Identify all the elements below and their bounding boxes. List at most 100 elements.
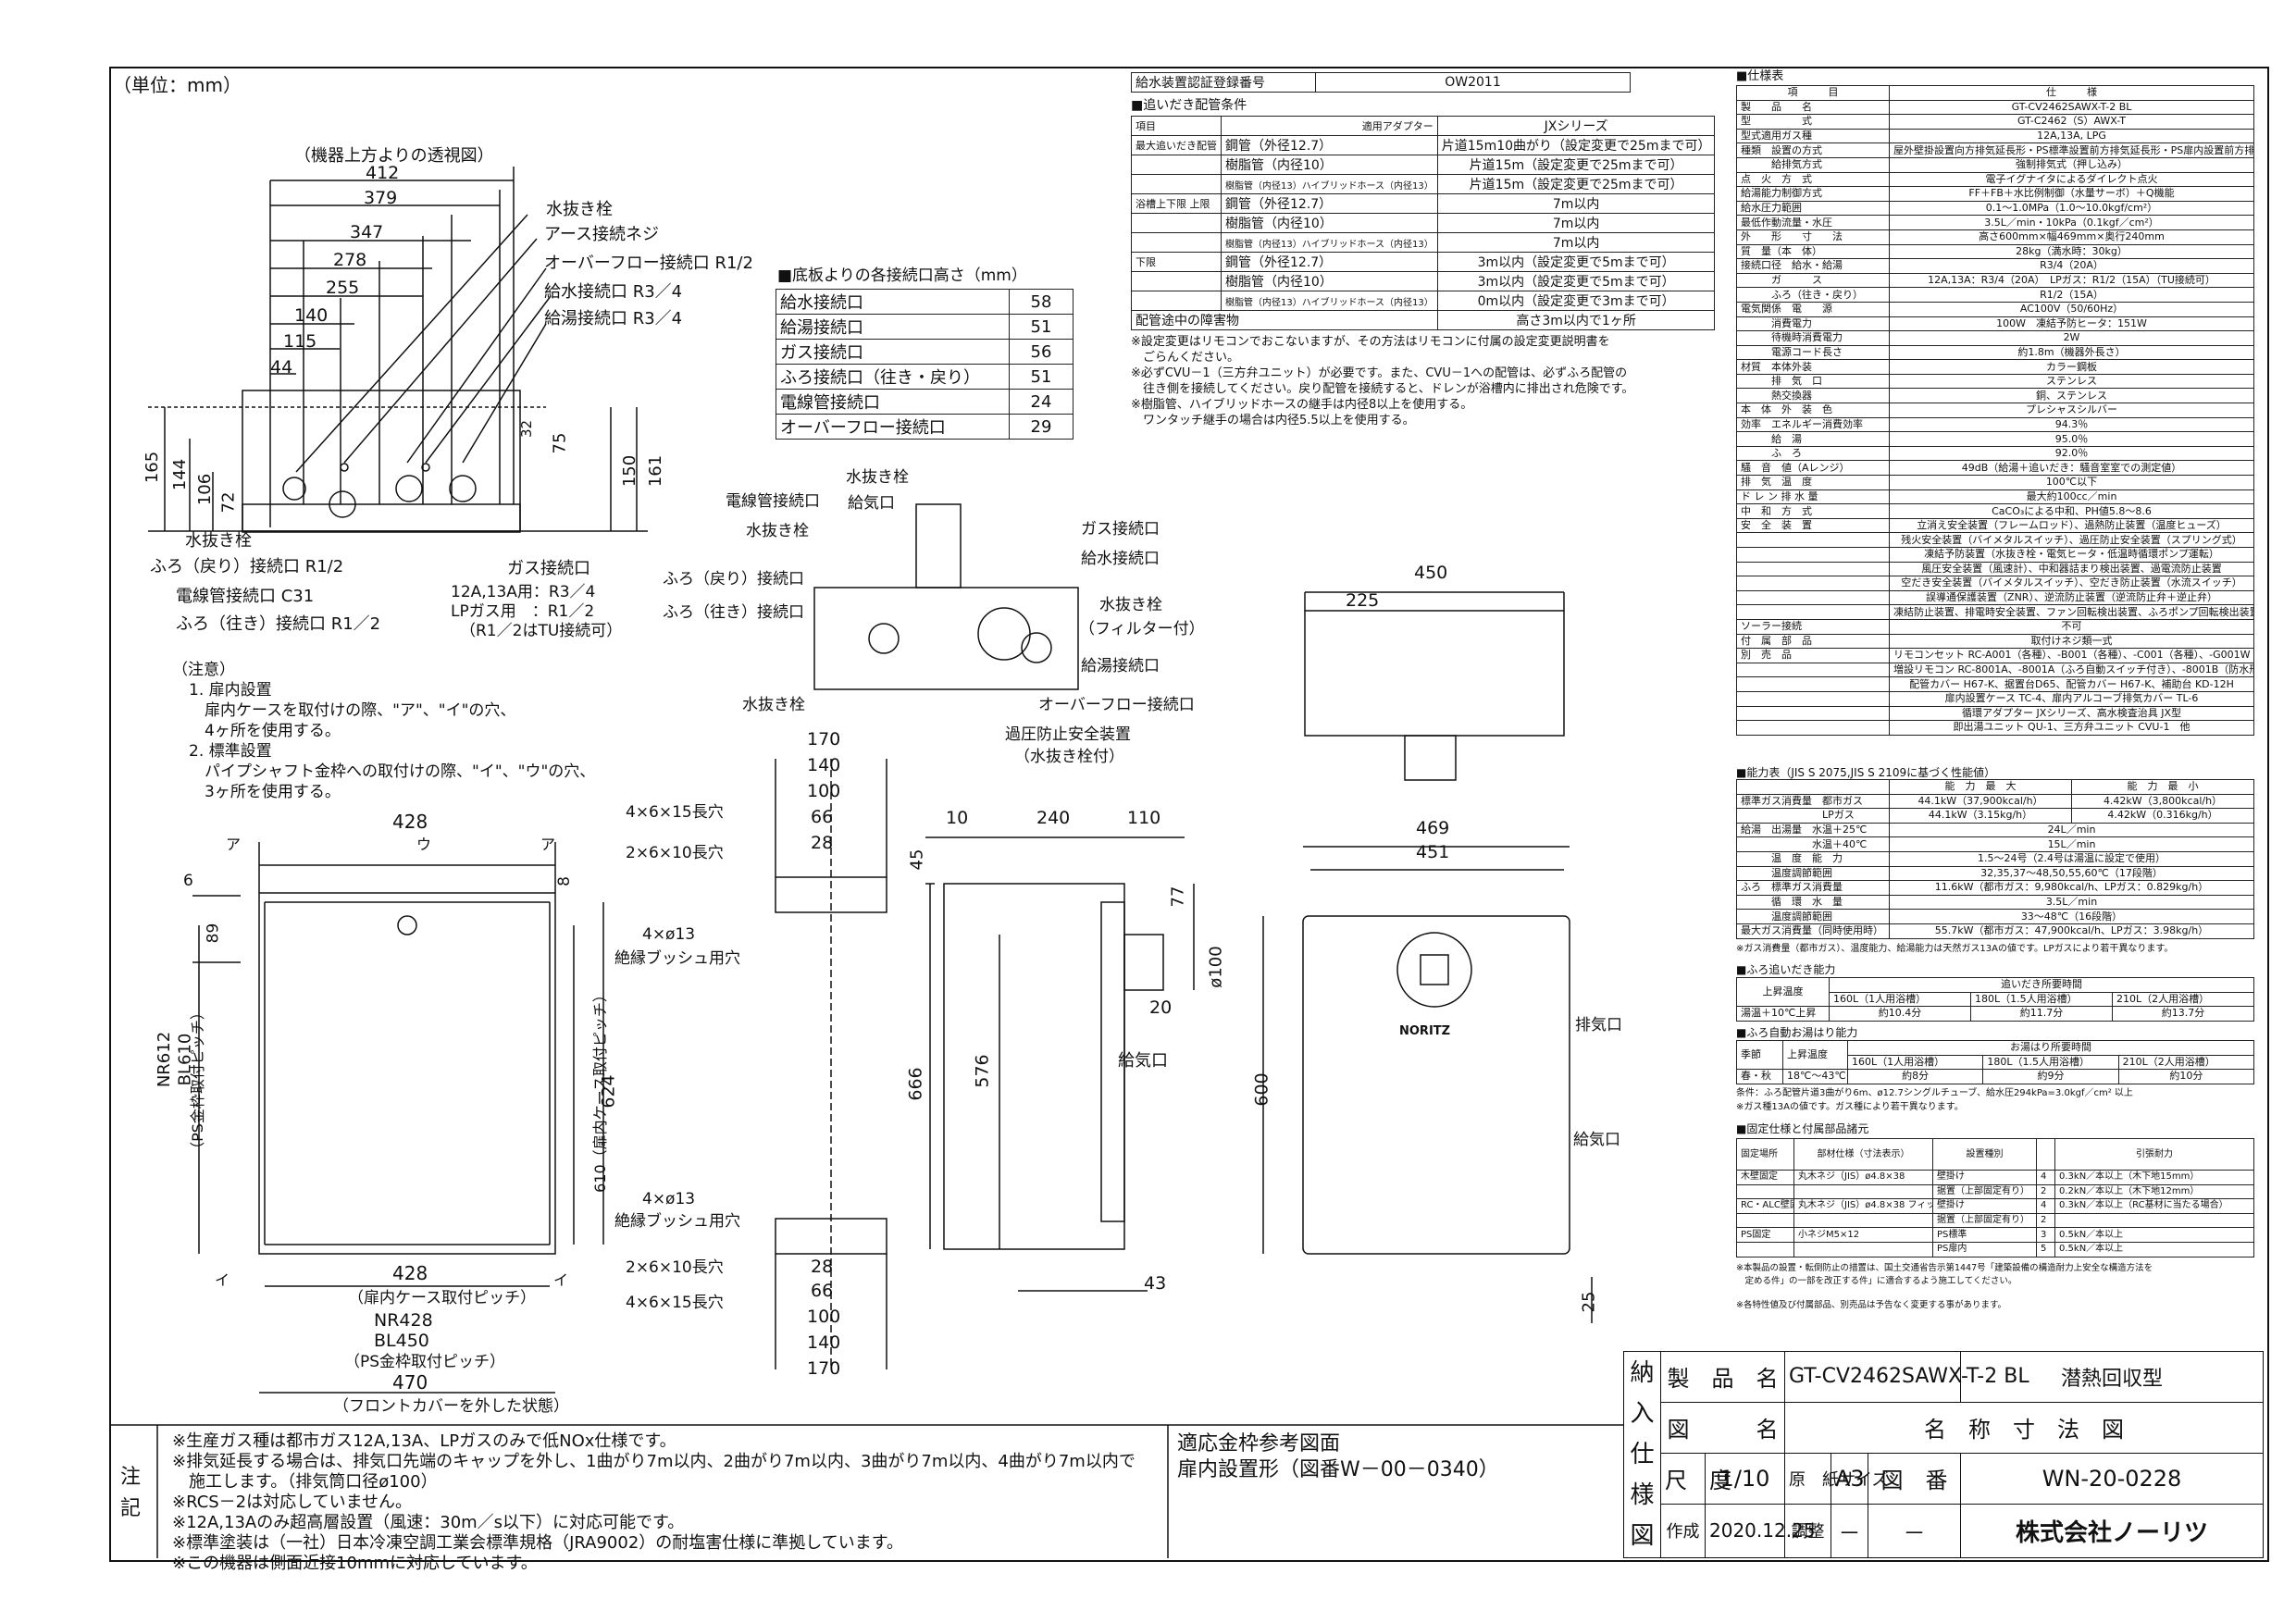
spec-row: 空だき安全装置（バイメタルスイッチ）、空だき防止装置（水流スイッチ） [1736,576,2254,591]
fv-ps-pitch-v: （PS金枠取付ピッチ） [188,1005,206,1157]
sv-576: 576 [972,1054,993,1088]
bv-relief: 過圧防止安全装置 [1005,725,1131,744]
sv-10: 10 [946,808,969,828]
bottom-view-outline [813,587,1079,690]
br-28: 28 [811,833,834,853]
fv-470: 470 [392,1371,428,1394]
br-lbl-3: 4×ø13 [642,925,696,944]
fv-case-pitch: （扉内ケース取付ピッチ） [348,1289,537,1307]
br-140: 140 [807,755,841,775]
br-lbl-6: 絶縁ブッシュ用穴 [614,1212,740,1231]
title-block: 納入仕様図 製 品 名 GT-CV2462SAWX-T-2 BL 潜熱回収型 図… [1623,1351,2264,1559]
capacity-title: ■能力表（JIS S 2075,JIS S 2109に基づく性能値） [1736,766,1996,779]
label-drain-plug-left: 水抜き栓 [185,531,252,551]
fv-428: 428 [392,811,428,833]
fv-u: ウ [416,836,432,853]
dim-32: 32 [518,419,536,439]
br-b-28: 28 [811,1257,834,1277]
br-b-66: 66 [811,1281,834,1301]
fv-i2: イ [553,1271,569,1289]
dim-106: 106 [195,473,216,506]
oidaki-table: 上昇温度追いだき所要時間 160L（1人用浴槽）180L（1.5人用浴槽）210… [1736,976,2254,1022]
rv-469: 469 [1416,818,1450,838]
rv-225: 225 [1346,590,1380,611]
rv-600: 600 [1251,1072,1272,1107]
spec-row: 凍結予防装置（水抜き栓・電気ヒータ・低温時循環ポンプ運転） [1736,547,2254,563]
spec-row: 循環アダプター JXシリーズ、高水検査治具 JX型 [1736,705,2254,722]
top-view-caption: （機器上方よりの透視図） [294,146,494,166]
notes-label: 注記 [120,1466,142,1520]
bv-filter: （フィルター付） [1079,620,1205,638]
bv-relief-sub: （水抜き栓付） [1014,748,1124,766]
dim-278: 278 [333,250,367,270]
br-b-170: 170 [807,1358,841,1379]
exhaust-port [1396,932,1472,1008]
dim-44: 44 [270,357,293,378]
ref-line-2: 扉内設置形（図番W－00－0340） [1177,1458,1499,1481]
spec-row: 別 売 品リモコンセット RC-A001（各種）、-B001（各種）、-C001… [1736,648,2254,663]
heights-title: ■底板よりの各接続口高さ（mm） [777,266,1027,285]
notes-title: （注意） [172,661,235,679]
br-170: 170 [807,729,841,750]
spec-row: 配管カバー H67-K、据置台D65、配管カバー H67-K、補助台 KD-12… [1736,676,2254,692]
ref-line-1: 適応金枠参考図面 [1177,1432,1341,1456]
bv-drain2: 水抜き栓 [742,696,805,714]
right-front-outline [1302,915,1570,1255]
dim-347: 347 [350,222,384,242]
rv-25: 25 [1579,1291,1599,1313]
sv-110: 110 [1127,808,1161,828]
spec-row: 点 火 方 式電子イグナイタによるダイレクト点火 [1736,171,2254,188]
brand-logo: NORITZ [1399,1024,1451,1038]
fv-bl450: BL450 [374,1331,429,1351]
sv-intake: 給気口 [1118,1051,1168,1071]
gas-note-1: 12A,13A用：R3／4 [451,583,596,601]
label-gas: ガス接続口 [507,559,590,578]
bv-conduit: 電線管接続口 [726,492,820,511]
bottom-notes: ※生産ガス種は都市ガス12A,13A、LPガスのみで低NOx仕様です。 ※排気延… [172,1431,1136,1573]
company-name: 株式会社ノーリツ [1960,1503,2264,1559]
fixing-row: 据置（上部固定有り）2 [1736,1212,2254,1229]
side-view-outline [943,883,1125,1250]
fv-ps-pitch-h: （PS金枠取付ピッチ） [344,1353,506,1371]
spec-row: 即出湯ユニット QU-1、三方弁ユニット CVU-1 他 [1736,720,2254,736]
label-earth-screw: アース接続ネジ [544,225,660,244]
notes-1: 1. 扉内設置 [189,681,272,700]
dim-379: 379 [364,188,398,208]
side-label: 納入仕様図 [1623,1351,1661,1558]
dim-72: 72 [218,491,239,514]
label-bath-return: ふろ（戻り）接続口 R1/2 [150,557,344,576]
bv-overflow: オーバーフロー接続口 [1038,696,1195,714]
fv-89: 89 [204,923,223,944]
fv-a1: ア [226,836,242,853]
bv-drain1: 水抜き栓 [746,522,809,540]
fv-i1: イ [215,1271,230,1289]
dim-150: 150 [620,454,640,488]
fv-a2: ア [540,836,556,853]
product-name: GT-CV2462SAWX-T-2 BL [1783,1351,2029,1403]
bv-gas: ガス接続口 [1081,520,1160,539]
capacity-row: 最大ガス消費量（同時使用時）55.7kW（都市ガス：47,900kcal/h、L… [1736,923,2254,939]
label-overflow: オーバーフロー接続口 R1/2 [544,254,753,273]
rv-exhaust: 排気口 [1575,1016,1622,1035]
gas-note-2: LPガス用 ：R1／2 [451,602,595,621]
fv-610: 610（扉内ケース取付ピッチ） [590,987,609,1193]
drawing-number: WN-20-0228 [1960,1452,2264,1505]
fixing-block: 固定場所部材仕様（寸法表示）設置種別引張耐力 木壁固定丸木ネジ（JIS）ø4.8… [1736,1138,2259,1310]
